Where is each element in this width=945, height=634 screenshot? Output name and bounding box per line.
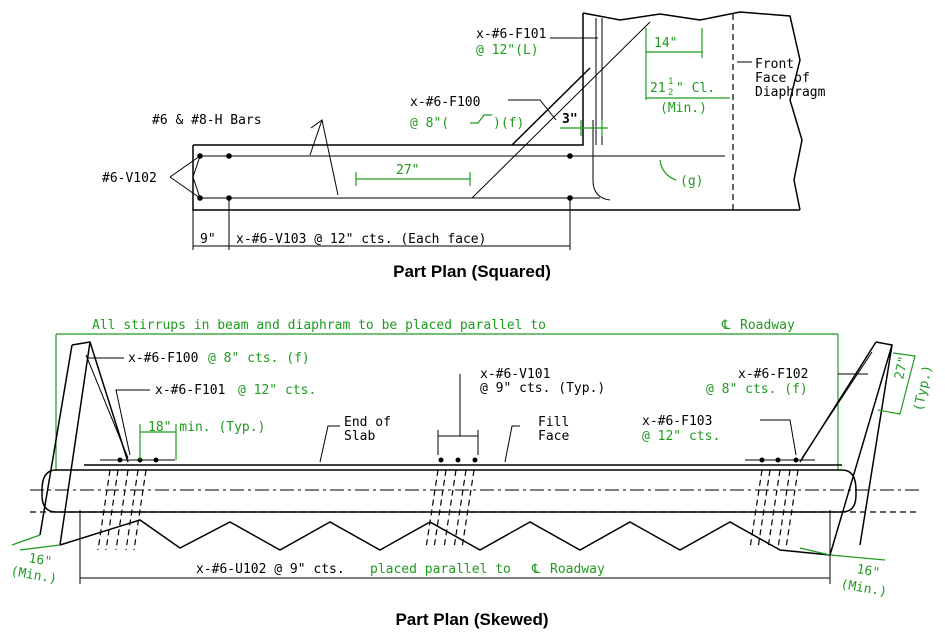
f103-label: x-#6-F103 bbox=[642, 414, 712, 429]
u102-green-label: placed parallel to bbox=[370, 562, 511, 577]
f100-spacing-end: )(f) bbox=[493, 116, 524, 131]
stirrup-group-middle bbox=[425, 469, 475, 549]
top-note-text: All stirrups in beam and diaphram to be … bbox=[92, 318, 546, 333]
dim-21-frac-den: 2 bbox=[668, 88, 673, 98]
f101-spacing-label: @ 12"(L) bbox=[476, 43, 539, 58]
top-note-cl-symbol: ℄ bbox=[721, 318, 731, 333]
typ27-label: 27" bbox=[892, 355, 912, 381]
f101-skewed-leader bbox=[115, 389, 150, 456]
v101-label: x-#6-V101 bbox=[480, 367, 550, 382]
u102-cl-symbol: ℄ bbox=[531, 562, 541, 577]
u102-label: x-#6-U102 @ 9" cts. bbox=[196, 562, 345, 577]
rebar-dots bbox=[197, 153, 573, 201]
front-face-label-3: Diaphragm bbox=[755, 85, 826, 100]
g-bent-bar bbox=[592, 120, 611, 201]
diaphragm-break-line bbox=[582, 11, 803, 211]
f100-skewed-label: x-#6-F100 bbox=[128, 351, 198, 366]
beam-outline-skewed bbox=[41, 469, 857, 513]
f100-diagonal-bar bbox=[471, 21, 651, 199]
note-g-label: (g) bbox=[680, 174, 703, 189]
f103-spacing: @ 12" cts. bbox=[642, 429, 720, 444]
front-face-label-2: Face of bbox=[755, 71, 810, 86]
dim-21-min: (Min.) bbox=[660, 101, 707, 116]
f100-leader bbox=[508, 99, 557, 121]
f101-skewed-label: x-#6-F101 bbox=[155, 383, 225, 398]
dim-27-label: 27" bbox=[396, 163, 419, 178]
skewed-rebar-dots bbox=[117, 457, 799, 463]
front-face-label-1: Front bbox=[755, 57, 794, 72]
end-slab-leader bbox=[319, 425, 340, 463]
dim-21-frac-num: 1 bbox=[668, 77, 673, 87]
min18-label: 18" min. (Typ.) bbox=[148, 420, 265, 435]
dim-3-label: 3" bbox=[562, 112, 578, 127]
top-note-roadway: Roadway bbox=[740, 318, 795, 333]
squared-dimensions bbox=[355, 28, 730, 186]
dim-9-label: 9" bbox=[200, 232, 216, 247]
v102-label: #6-V102 bbox=[102, 171, 157, 186]
fill-face-label-1: Fill bbox=[538, 415, 569, 430]
fill-face-label-2: Face bbox=[538, 429, 569, 444]
min16-right-dim bbox=[799, 547, 886, 561]
squared-bottom-dimension bbox=[192, 200, 571, 250]
fill-face-leader bbox=[504, 425, 520, 463]
v101-spacing: @ 9" cts. (Typ.) bbox=[480, 381, 605, 396]
min16-left-dim bbox=[11, 534, 61, 551]
skewed-plan: All stirrups in beam and diaphram to be … bbox=[9, 318, 935, 629]
min16-right-label-2: (Min.) bbox=[839, 577, 888, 600]
dim-14-label: 14" bbox=[654, 36, 677, 51]
u102-roadway: Roadway bbox=[550, 562, 605, 577]
f102-label: x-#6-F102 bbox=[738, 367, 808, 382]
v102-leader bbox=[169, 155, 201, 199]
typ27-label-b: (Typ.) bbox=[911, 364, 935, 413]
f102-spacing: @ 8" cts. (f) bbox=[706, 382, 808, 397]
end-slab-label-1: End of bbox=[344, 415, 391, 430]
f100-label: x-#6-F100 bbox=[410, 95, 480, 110]
end-slab-label-2: Slab bbox=[344, 429, 375, 444]
h-bars-label: #6 & #8-H Bars bbox=[152, 113, 262, 128]
f100-diagonal-bar-2 bbox=[511, 67, 591, 146]
h-bars-leader bbox=[309, 119, 339, 196]
bent-bar-icon bbox=[470, 114, 492, 124]
dim-21-suffix: " Cl. bbox=[676, 81, 715, 96]
left-wingwall bbox=[39, 341, 129, 546]
min16-right-label-1: 16" bbox=[855, 562, 881, 581]
stirrup-group-right bbox=[749, 469, 799, 549]
skewed-caption: Part Plan (Skewed) bbox=[395, 610, 548, 629]
f101-label: x-#6-F101 bbox=[476, 27, 546, 42]
squared-caption: Part Plan (Squared) bbox=[393, 262, 551, 281]
dim-21-whole: 21 bbox=[650, 81, 666, 96]
left-wing-bar bbox=[85, 354, 129, 459]
v102-hook bbox=[192, 155, 201, 199]
v101-dim-ticks bbox=[437, 430, 479, 455]
min16-left-label-1: 16" bbox=[27, 551, 53, 570]
f103-leader bbox=[760, 419, 797, 456]
f100-skewed-spacing: @ 8" cts. (f) bbox=[208, 351, 310, 366]
right-wing-bar bbox=[801, 351, 873, 459]
typ27-dim bbox=[877, 352, 916, 415]
squared-plan: x-#6-F101 @ 12"(L) 14" 21 1 2 " Cl. (Min… bbox=[102, 11, 826, 281]
stirrup-group-left bbox=[97, 469, 147, 551]
f100-spacing-label: @ 8"( bbox=[410, 116, 449, 131]
bottom-break-line bbox=[59, 519, 831, 556]
f101-skewed-spacing: @ 12" cts. bbox=[238, 383, 316, 398]
v103-label: x-#6-V103 @ 12" cts. (Each face) bbox=[236, 232, 486, 247]
